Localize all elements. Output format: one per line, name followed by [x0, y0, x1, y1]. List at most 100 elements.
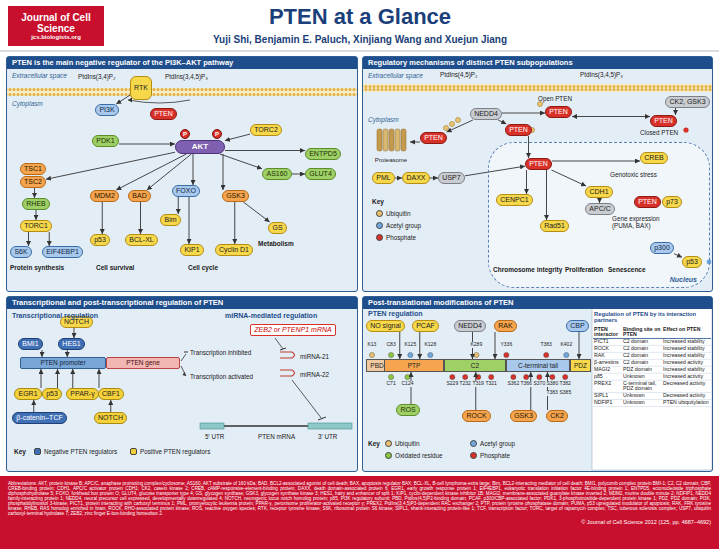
table-cell: Unknown	[623, 400, 662, 405]
connector	[34, 188, 35, 198]
node-label: PPAR-γ	[70, 390, 94, 398]
table-cell: PDZ domain	[623, 367, 662, 372]
protein-box: ROCK	[462, 410, 491, 422]
residue-label: T232	[459, 381, 471, 387]
legend-item: Acetyl group	[376, 222, 421, 229]
node-label: p53	[46, 390, 58, 398]
table-cell: SIPL1	[594, 393, 622, 398]
node-label: C2	[471, 362, 479, 369]
residue-label: T366	[520, 381, 532, 387]
node-label: BMI1	[22, 340, 38, 348]
pten-box: PTEN	[545, 106, 572, 118]
node-label: ROS	[400, 406, 415, 414]
protein-box: PCAF	[412, 320, 439, 332]
node-label: TORC1	[24, 222, 48, 230]
connector	[33, 400, 34, 412]
node-label: NEDD4	[458, 322, 482, 330]
journal-logo: Journal of Cell Sciencejcs.biologists.or…	[8, 6, 104, 46]
node-label: RAK	[498, 322, 512, 330]
table-cell: Increased stability	[663, 346, 710, 351]
legend-item: Ubiquitin	[376, 210, 411, 217]
residue-label: Y336	[500, 342, 513, 348]
protein-box: GSK3	[222, 190, 249, 202]
section-heading: miRNA-mediated regulation	[225, 312, 317, 320]
connector	[74, 328, 75, 338]
gene-bar: PTEN gene	[106, 357, 180, 369]
phosphate-circle: P	[212, 129, 222, 139]
protein-box: MDM2	[90, 190, 119, 202]
legend-swatch	[376, 234, 383, 241]
table-cell: C2 domain	[623, 346, 662, 351]
node-label: Rad51	[544, 222, 565, 230]
connector	[140, 202, 141, 234]
node-label: FOXO	[176, 187, 196, 195]
node-label: Bim	[164, 216, 176, 224]
legend-text: Ubiquitin	[395, 440, 420, 447]
residue-label: T383	[546, 390, 558, 396]
node-label: PTEN	[154, 110, 173, 118]
node-label: p53	[686, 258, 698, 266]
table-title: Regulation of PTEN by its interaction pa…	[594, 311, 710, 324]
connector	[546, 170, 547, 220]
key-title: Key	[14, 448, 26, 455]
annotation: PtdIns(3,4,5)P₃	[580, 72, 623, 79]
table-cell: C2 domain	[623, 339, 662, 344]
node-label: Nucleus	[670, 276, 697, 284]
legend-item: Acetyl group	[470, 440, 515, 447]
connector	[223, 154, 224, 190]
connector	[675, 108, 676, 115]
node-label: PTEN	[549, 108, 568, 116]
legend-text: Acetyl group	[480, 440, 515, 447]
panel: Transcriptional and post-transcriptional…	[6, 296, 358, 472]
outcome-label: Metabolism	[258, 240, 294, 247]
protein-box: BAD	[128, 190, 151, 202]
node-label: TSC1	[24, 165, 42, 173]
connector	[572, 116, 650, 117]
copyright: © Journal of Cell Science 2012 (125, pp.…	[8, 519, 711, 525]
panel-heading: PTEN is the main negative regulator of t…	[7, 57, 357, 69]
table-cell: Unknown	[623, 393, 662, 398]
node-label: NO signal	[370, 322, 401, 330]
connector	[551, 170, 586, 186]
connector	[36, 210, 37, 220]
table-cell: PTEN ubiquitylation	[663, 400, 710, 405]
protein-box: APC/C	[585, 203, 615, 215]
residue-label: K13	[367, 342, 377, 348]
legend-item: Oxidated residue	[385, 452, 443, 459]
connector	[552, 161, 640, 162]
node-label: p53	[94, 236, 106, 244]
annotation: PtdIns(3,4)P₂	[78, 74, 115, 81]
table-cell: Increased stability	[663, 353, 710, 358]
node-label: CDH1	[589, 188, 608, 196]
node-label: CBF1	[102, 390, 120, 398]
table-cell: Increased activity	[663, 360, 710, 365]
compartment-label: Extracellular space	[368, 72, 423, 79]
connector	[67, 350, 68, 357]
node-label: PTEN	[638, 198, 657, 206]
legend-swatch	[385, 452, 392, 459]
connector	[674, 254, 682, 258]
node-label: NEDD4	[474, 110, 498, 118]
connector	[220, 154, 262, 169]
protein-box: p53	[90, 234, 110, 246]
domain-box: PTP	[384, 359, 444, 372]
node-label: TORC2	[254, 126, 278, 134]
node-label: APC/C	[589, 205, 610, 213]
positive-regulator: CBF1	[98, 388, 124, 400]
node-label: PTEN gene	[126, 359, 160, 366]
pten-box: PTEN	[420, 132, 447, 144]
node-label: HES1	[62, 340, 80, 348]
akt-oval: AKT	[175, 140, 225, 154]
legend-swatch	[376, 222, 383, 229]
annotation: Genotoxic stress	[610, 172, 657, 179]
connector	[72, 369, 73, 388]
connector	[110, 400, 111, 412]
protein-box: AS160	[262, 168, 292, 180]
author-line: Yuji Shi, Benjamin E. Paluch, Xinjiang W…	[213, 34, 507, 45]
protein-box: CENPC1	[496, 194, 533, 206]
table-header: Effect on PTEN	[663, 327, 710, 332]
protein-box: TORC2	[250, 124, 282, 136]
node-label: MDM2	[94, 192, 115, 200]
node-label: GSK3	[226, 192, 245, 200]
legend-swatch	[470, 440, 477, 447]
